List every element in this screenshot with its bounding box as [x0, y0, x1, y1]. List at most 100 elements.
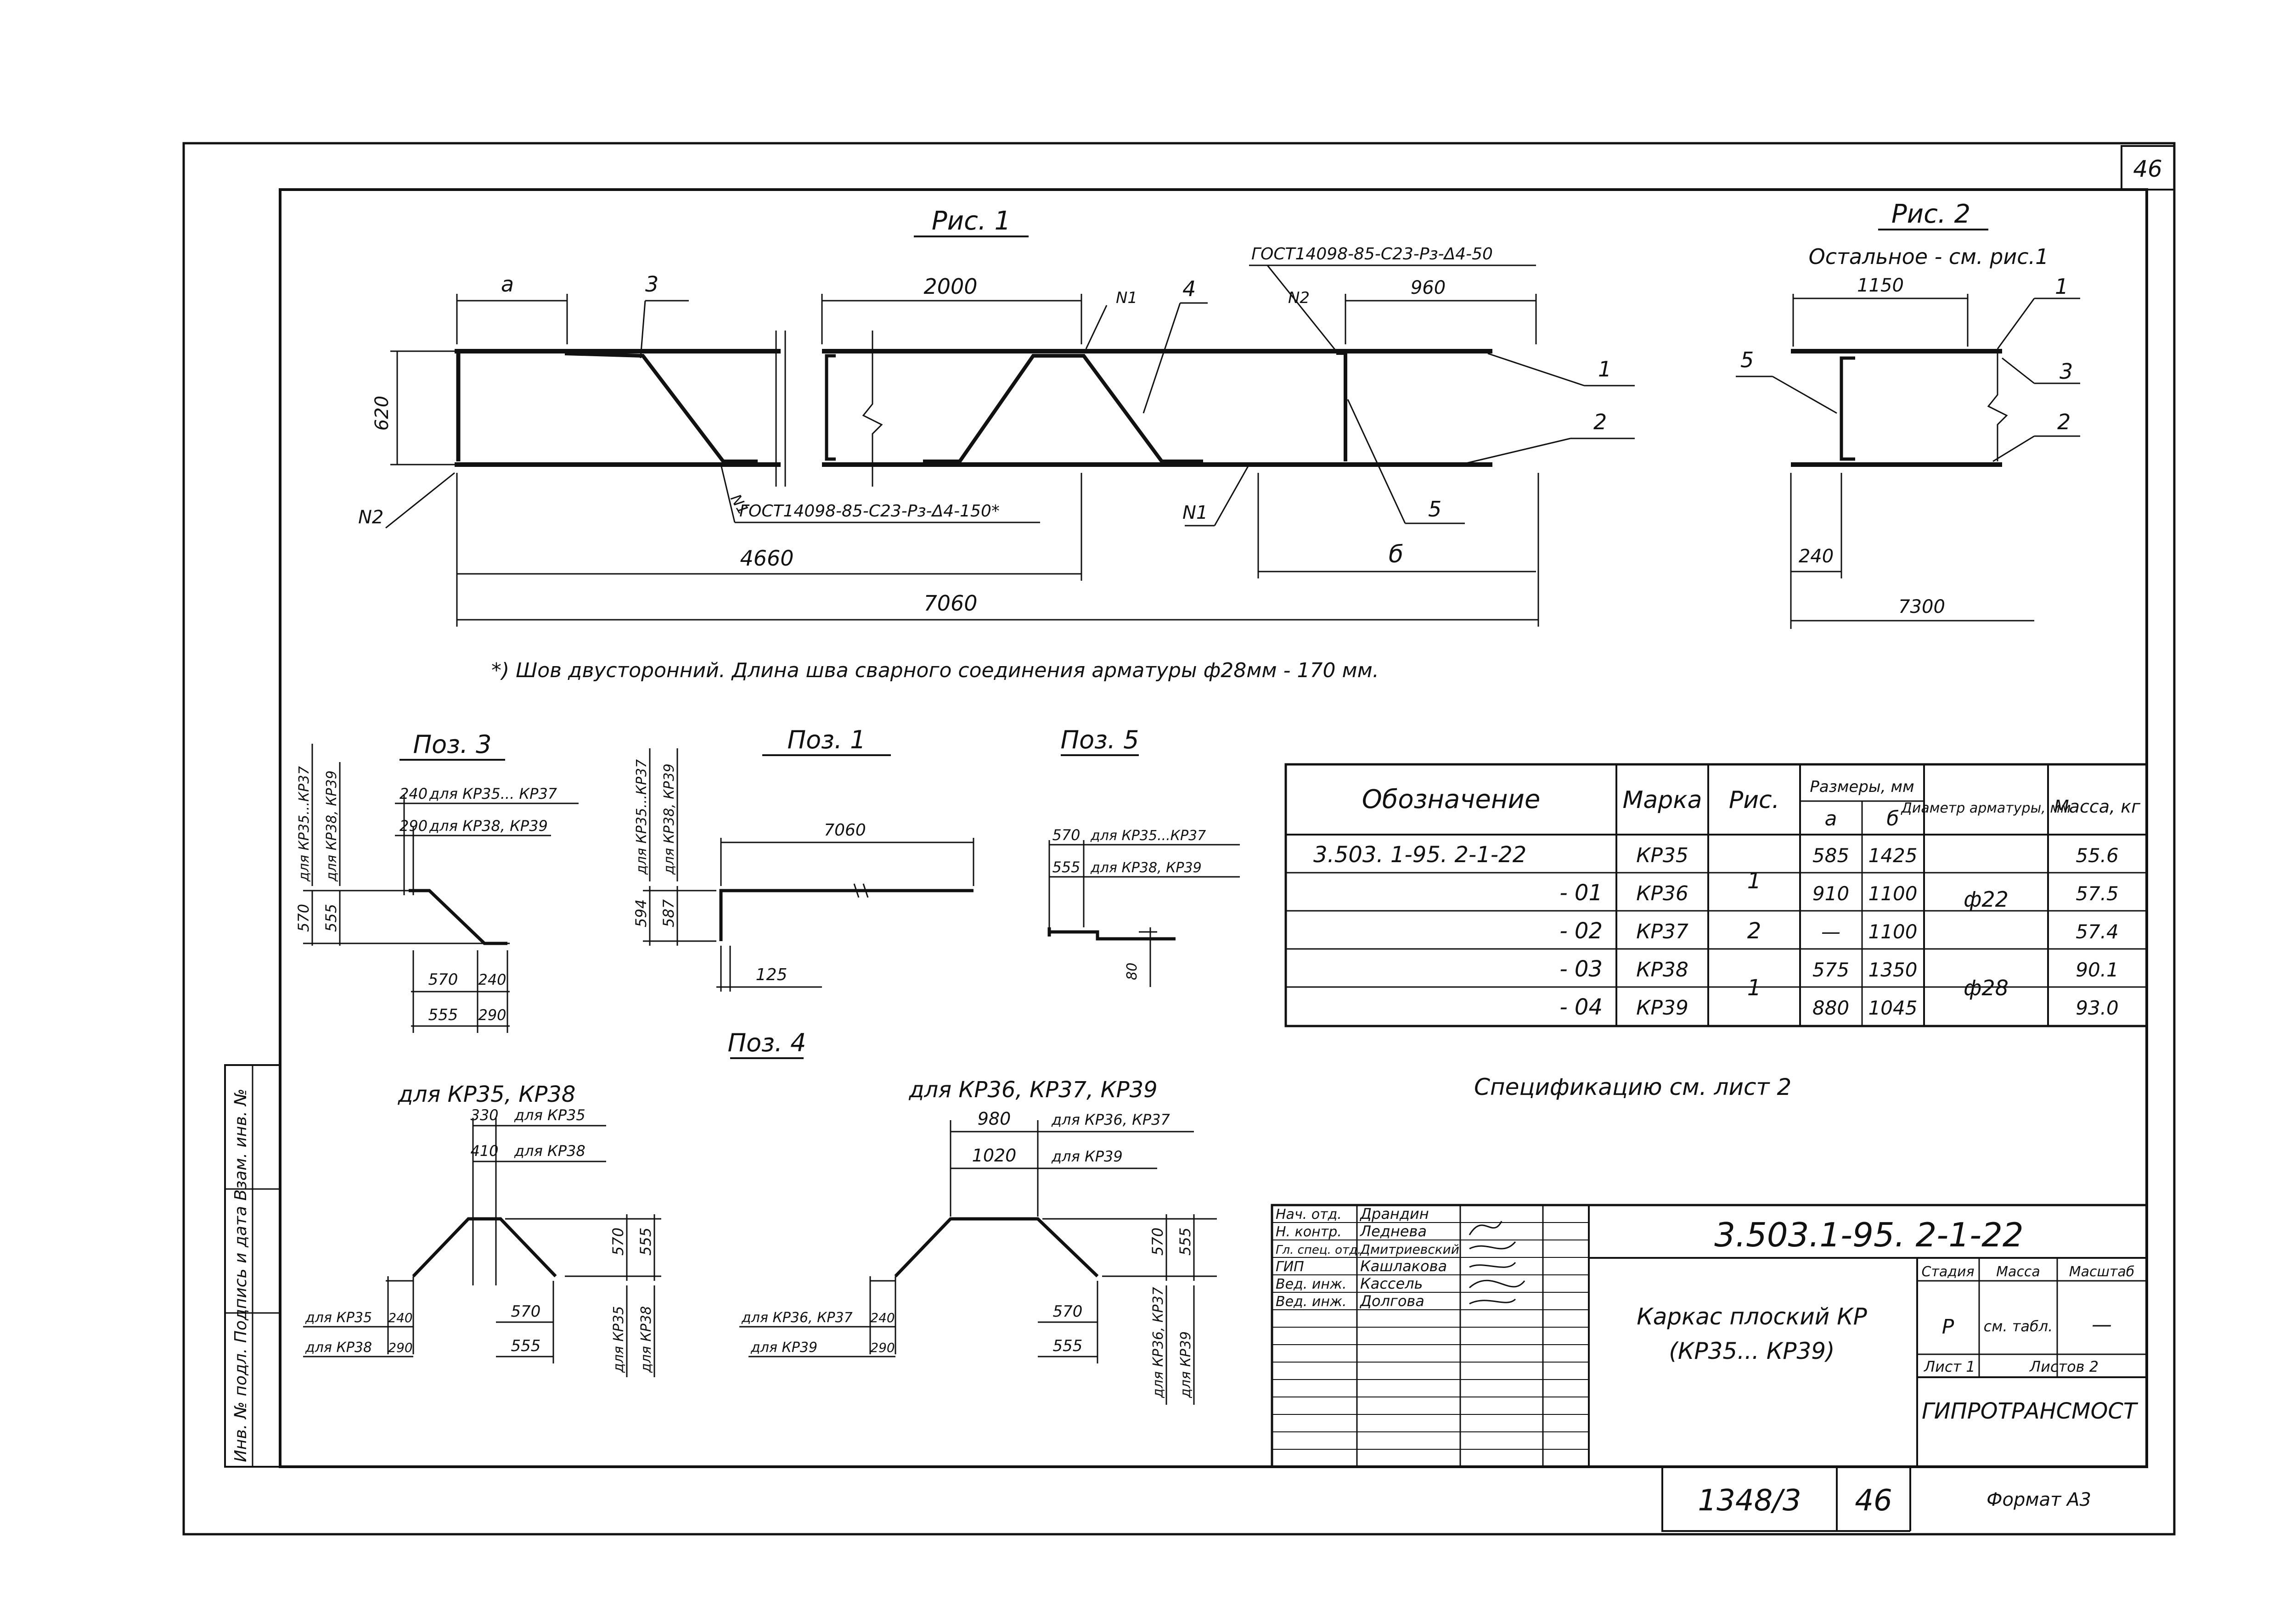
tb-sheets: Листов 2 — [2029, 1358, 2099, 1375]
fig2: Рис. 2 Остальное - см. рис.1 1150 240 73… — [1736, 199, 2080, 629]
fig1-label-3: 3 — [645, 272, 658, 297]
poz4-right-title: для КР36, КР37, КР39 — [908, 1077, 1157, 1103]
fig2-label-2: 2 — [2057, 409, 2071, 434]
dia-group-2: ф28 — [1964, 976, 2009, 1000]
row1-mass: 57.5 — [2076, 882, 2119, 905]
poz4-right-l1: для КР36, КР37 — [741, 1310, 853, 1326]
fig1-n1-bottom: N1 — [1182, 502, 1208, 523]
poz4-left-b570: 570 — [511, 1302, 541, 1321]
tb-stage-h: Стадия — [1921, 1264, 1974, 1280]
poz4-left-dim-555: 555 — [637, 1228, 654, 1256]
table-h-diameter: Диаметр арматуры, мм — [1900, 800, 2071, 816]
poz1-dim-125: 125 — [756, 965, 788, 984]
poz4-title: Поз. 4 — [727, 1028, 806, 1057]
tb-name-1: Леднева — [1360, 1223, 1427, 1240]
row0-b: 1425 — [1868, 844, 1918, 867]
tb-role-0: Нач. отд. — [1276, 1206, 1342, 1223]
poz4-right-for-980: для КР36, КР37 — [1051, 1111, 1170, 1128]
poz3-dim-555: 555 — [322, 904, 340, 932]
tb-name-2: Дмитриевский — [1359, 1242, 1459, 1257]
tb-code: 3.503.1-95. 2-1-22 — [1714, 1216, 2023, 1254]
sheet-frame: 46 Инв. № подл. Подпись и дата Взам. инв… — [182, 142, 2176, 1536]
tb-name-line1: Каркас плоский КР — [1637, 1303, 1867, 1330]
poz4-left-v1: для КР35 — [611, 1306, 627, 1373]
fig1-n2-top: N2 — [1288, 289, 1310, 307]
tb-scale: — — [2092, 1313, 2112, 1336]
dia-group-1: ф22 — [1964, 887, 2009, 912]
row0-mass: 55.6 — [2076, 844, 2119, 867]
table-h-designation: Обозначение — [1362, 785, 1541, 814]
row2-mass: 57.4 — [2076, 920, 2119, 943]
row0-designation: 3.503. 1-95. 2-1-22 — [1313, 842, 1526, 868]
poz4-left-v2: для КР38 — [638, 1306, 654, 1373]
fig1-dim-2000: 2000 — [923, 274, 977, 299]
poz5-dim-570: 570 — [1052, 826, 1080, 844]
fig1-dim-4660: 4660 — [740, 546, 793, 571]
tb-scale-h: Масштаб — [2069, 1264, 2135, 1280]
tb-role-4: Вед. инж. — [1276, 1276, 1347, 1292]
poz4-right-dim-980: 980 — [978, 1109, 1011, 1129]
table-h-mark: Марка — [1622, 786, 1702, 814]
poz4-left-l2: для КР38 — [305, 1340, 372, 1356]
table-row: - 04 КР39 880 1045 93.0 — [1559, 994, 2118, 1020]
fig1-label-1: 1 — [1598, 357, 1611, 381]
sheet-number: 46 — [2133, 156, 2162, 182]
row4-mass: 93.0 — [2076, 997, 2119, 1019]
fig1-weld-bottom: ГОСТ14098-85-С23-Рз-Δ4-150* — [739, 502, 1000, 521]
fig2-dim-7300: 7300 — [1898, 596, 1945, 617]
tb-role-5: Вед. инж. — [1276, 1294, 1347, 1310]
poz1-title: Поз. 1 — [787, 725, 866, 754]
poz4-left-for-410: для КР38 — [514, 1142, 585, 1160]
poz1-vert-1: для КР35...КР37 — [634, 759, 650, 875]
footer-format: Формат А3 — [1986, 1489, 2091, 1510]
poz4-right-l2: для КР39 — [750, 1340, 817, 1356]
poz5-dim-80: 80 — [1124, 963, 1140, 980]
row1-a: 910 — [1812, 882, 1849, 905]
poz1-dim-587: 587 — [660, 899, 677, 927]
table-h-a: а — [1825, 807, 1837, 830]
poz3: Поз. 3 240 290 для КР35... КР37 для КР38… — [295, 730, 579, 1033]
side-stamp: Инв. № подл. Подпись и дата Взам. инв. № — [231, 1088, 250, 1462]
poz4-right-dim-570: 570 — [1149, 1228, 1166, 1256]
row4-b: 1045 — [1868, 997, 1918, 1019]
table-h-sizes: Размеры, мм — [1810, 778, 1914, 796]
table-row: 3.503. 1-95. 2-1-22 КР35 585 1425 55.6 — [1313, 842, 2119, 868]
row2-b: 1100 — [1868, 920, 1918, 943]
footnote: *) Шов двусторонний. Длина шва сварного … — [491, 659, 1379, 682]
fig1: Рис. 1 а 2000 960 — [358, 206, 1635, 627]
poz1-vert-2: для КР38, КР39 — [661, 763, 677, 875]
poz4-right-v2: для КР39 — [1178, 1331, 1194, 1398]
spec-table: Обозначение Марка Рис. Размеры, мм а б Д… — [1284, 763, 2148, 1027]
row2-designation: - 02 — [1559, 918, 1603, 944]
fig2-label-1: 1 — [2055, 274, 2068, 299]
fig-group-2: 2 — [1747, 918, 1761, 944]
row0-a: 585 — [1812, 844, 1849, 867]
poz4: Поз. 4 для КР35, КР38 330 для КР35 410 д… — [303, 1028, 1217, 1405]
poz4-right-290: 290 — [870, 1340, 895, 1355]
poz4-left-for-330: для КР35 — [514, 1106, 585, 1124]
row4-mark: КР39 — [1636, 996, 1688, 1020]
tb-role-3: ГИП — [1276, 1259, 1304, 1275]
poz3-for-1: для КР35... КР37 — [429, 785, 557, 802]
fig2-dim-240: 240 — [1799, 546, 1834, 567]
poz5: Поз. 5 570 555 для КР35...КР37 для КР38,… — [1047, 725, 1240, 987]
poz3-bot-290: 290 — [478, 1006, 506, 1024]
tb-mass-h: Масса — [1996, 1264, 2040, 1280]
tb-mass: см. табл. — [1984, 1318, 2053, 1335]
fig1-n2-bottom: N2 — [358, 507, 383, 528]
spec-note: Спецификацию см. лист 2 — [1474, 1074, 1791, 1100]
tb-role-1: Н. контр. — [1276, 1224, 1342, 1240]
poz4-right-b570: 570 — [1053, 1302, 1083, 1321]
table-row: - 03 КР38 575 1350 90.1 — [1559, 956, 2118, 982]
poz5-for-2: для КР38, КР39 — [1090, 860, 1202, 876]
fig1-dim-b: б — [1389, 541, 1403, 568]
row4-a: 880 — [1812, 997, 1849, 1019]
poz4-right-v1: для КР36, КР37 — [1150, 1287, 1166, 1398]
poz3-bot-570: 570 — [428, 970, 458, 989]
poz1: Поз. 1 7060 594 587 для КР35...КР37 для … — [632, 725, 974, 992]
poz3-bot-555: 555 — [428, 1006, 458, 1024]
row0-mark: КР35 — [1636, 844, 1688, 867]
row1-mark: КР36 — [1636, 882, 1688, 905]
poz4-left-dim-410: 410 — [470, 1142, 498, 1160]
